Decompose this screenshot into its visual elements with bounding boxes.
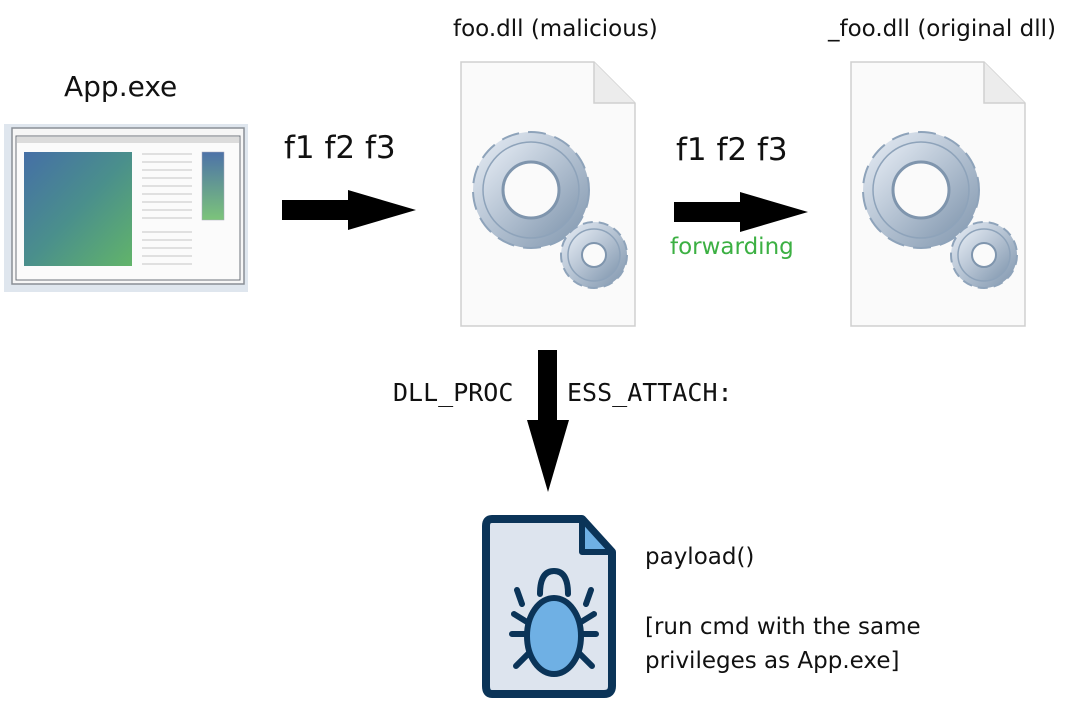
exports-label-1: f1 f2 f3: [284, 130, 396, 166]
app-label: App.exe: [64, 70, 178, 103]
exports-label-2: f1 f2 f3: [676, 132, 788, 168]
call-arrow-icon: [282, 190, 416, 230]
payload-description-line2: privileges as App.exe]: [645, 648, 900, 674]
original-dll-file-icon: [849, 60, 1027, 328]
dll-process-attach-part2: ESS_ATTACH:: [567, 378, 733, 407]
app-window-icon: [4, 124, 248, 292]
forwarding-label: forwarding: [670, 234, 794, 260]
malicious-dll-file-icon: [459, 60, 637, 328]
attach-arrow-icon: [527, 350, 569, 492]
payload-description-line1: [run cmd with the same: [645, 614, 921, 640]
dll-process-attach-part1: DLL_PROC: [393, 378, 514, 407]
malicious-dll-label: foo.dll (malicious): [453, 16, 658, 42]
forward-arrow-icon: [674, 192, 808, 232]
payload-function-label: payload(): [645, 544, 755, 570]
malware-bug-file-icon: [482, 515, 616, 698]
original-dll-label: _foo.dll (original dll): [828, 16, 1056, 42]
